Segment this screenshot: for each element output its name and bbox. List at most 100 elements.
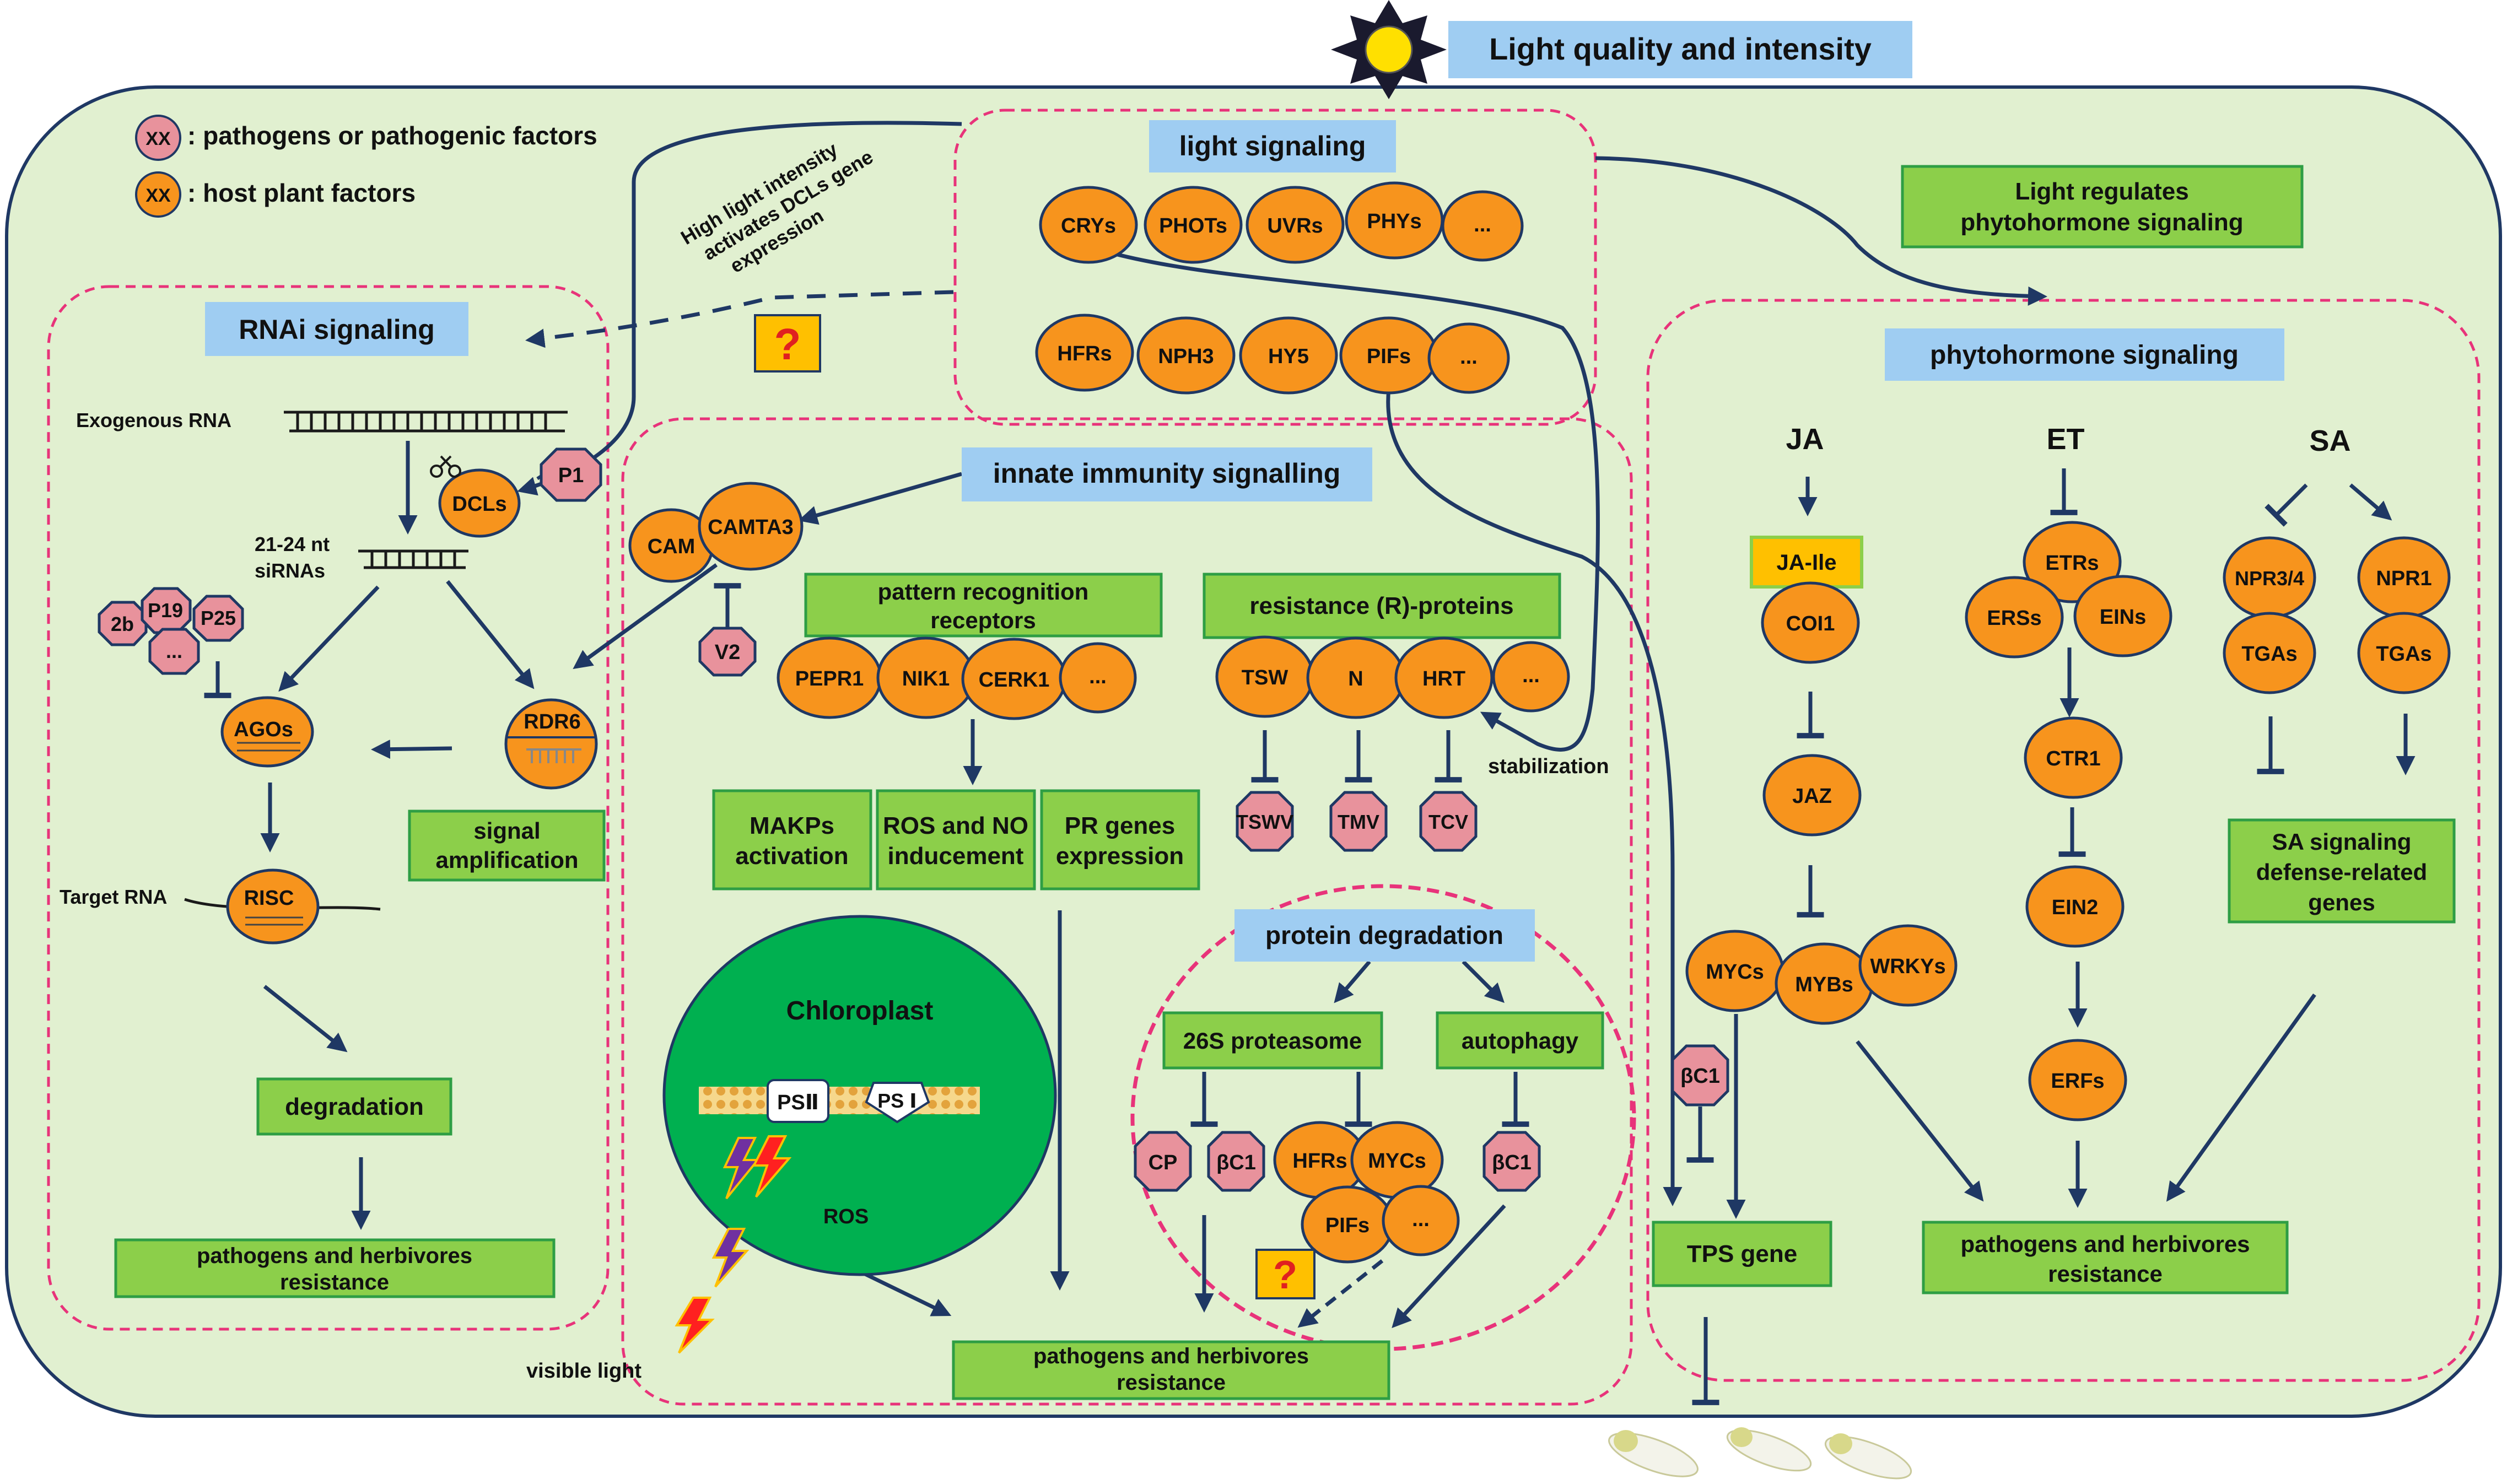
- psii-label: PSⅡ: [777, 1091, 819, 1114]
- exogenous-rna-label: Exogenous RNA: [76, 409, 231, 431]
- node-hfrs: HFRs: [1057, 342, 1112, 365]
- ros-label: ROS: [823, 1205, 869, 1228]
- output-ros-line2: inducement: [888, 843, 1024, 870]
- node-camta3: CAMTA3: [708, 516, 794, 539]
- protein-degradation-title-box: [1234, 909, 1535, 962]
- virus-nodes: TSWV TMV TCV: [1236, 791, 1478, 852]
- node-bc1-autophagy: βC1: [1492, 1151, 1532, 1174]
- node-ja-ile: JA-Ile: [1777, 551, 1837, 575]
- node-erss: ERSs: [1987, 607, 2041, 630]
- tps-gene-label: TPS gene: [1687, 1240, 1798, 1267]
- light-regulates-line1: Light regulates: [2015, 178, 2188, 205]
- p1-inhibition: [522, 473, 544, 489]
- rnai-resistance-box: [114, 1238, 556, 1298]
- node-tgas-2: TGAs: [2376, 643, 2431, 666]
- node-p1: P1: [558, 464, 584, 487]
- agos-duplex: [237, 742, 300, 752]
- output-makps-line1: MAKPs: [750, 812, 834, 839]
- light-regulates-line2: phytohormone signaling: [1960, 209, 2243, 236]
- node-prr-more: ...: [1089, 665, 1107, 688]
- innate-title-box: [962, 447, 1372, 501]
- node-p25: P25: [201, 607, 236, 629]
- node-suppressor-more: ...: [166, 640, 182, 662]
- node-v2: V2: [715, 641, 740, 664]
- node-pifs-degradation: PIFs: [1325, 1214, 1370, 1237]
- tps-gene-box: [1652, 1221, 1832, 1287]
- output-pr-line2: expression: [1056, 843, 1184, 870]
- node-phys: PHYs: [1367, 210, 1421, 233]
- degradation-label: degradation: [285, 1093, 424, 1120]
- output-pr-line1: PR genes: [1065, 812, 1176, 839]
- light-regulators-row2: HFRs NPH3 HY5 PIFs ...: [1035, 314, 1510, 395]
- ja-label: JA: [1786, 423, 1824, 456]
- node-light-more-2: ...: [1460, 346, 1478, 369]
- rnai-resistance-line1: pathogens and herbivores: [197, 1244, 472, 1268]
- psi-complex-shape: [865, 1082, 930, 1124]
- node-erfs: ERFs: [2051, 1070, 2104, 1093]
- sa-signaling-line3: genes: [2308, 889, 2375, 915]
- node-rdr6: RDR6: [524, 710, 580, 733]
- psii-complex: [767, 1079, 829, 1123]
- sa-label: SA: [2309, 424, 2350, 457]
- node-tgas-1: TGAs: [2241, 643, 2297, 666]
- node-bc1-phyto-shape: [1671, 1044, 1729, 1107]
- node-nph3: NPH3: [1158, 345, 1214, 368]
- node-n: N: [1348, 667, 1363, 690]
- node-tcv: TCV: [1428, 811, 1468, 833]
- proteasome-box: [1162, 1011, 1383, 1070]
- question-box-light: [754, 314, 821, 373]
- proteasome-label: 26S proteasome: [1183, 1028, 1362, 1054]
- thylakoid-membrane: [699, 1087, 980, 1114]
- autophagy-box: [1436, 1011, 1604, 1070]
- node-tsw: TSW: [1242, 666, 1288, 689]
- node-mycs-degradation: MYCs: [1368, 1150, 1426, 1173]
- node-agos: AGOs: [234, 718, 293, 741]
- prr-nodes: PEPR1 NIK1 CERK1 ...: [777, 636, 1137, 720]
- node-v2-shape: [698, 627, 757, 677]
- r-proteins-title-box: [1203, 573, 1561, 639]
- phyto-title: phytohormone signaling: [1930, 341, 2239, 370]
- node-pifs: PIFs: [1367, 345, 1411, 368]
- node-pepr1: PEPR1: [795, 667, 864, 690]
- node-hy5: HY5: [1268, 345, 1309, 368]
- question-mark-light: ?: [774, 320, 801, 369]
- rnai-suppressors: 2b P19 P25 ...: [98, 587, 244, 675]
- sirna-label-line1: 21-24 nt: [255, 533, 330, 555]
- legend-symbol-a: XX: [145, 128, 171, 149]
- r-proteins-title: resistance (R)-proteins: [1249, 592, 1513, 619]
- node-cam: CAM: [648, 535, 696, 558]
- chloroplast-title: Chloroplast: [786, 996, 934, 1026]
- connectors: [204, 121, 2416, 1405]
- title-box: [1448, 21, 1912, 78]
- phyto-border: [1646, 299, 2481, 1382]
- autophagy-label: autophagy: [1462, 1028, 1579, 1054]
- node-p1-shape: [540, 447, 602, 502]
- node-hfrs-degradation: HFRs: [1292, 1150, 1347, 1173]
- whitefly-icon: [1608, 1427, 1912, 1480]
- scissors-icon: [430, 455, 461, 478]
- innate-resistance-box: [952, 1340, 1390, 1400]
- degradation-targets: CP βC1 HFRs MYCs PIFs ... βC1: [1134, 1121, 1541, 1264]
- node-etrs: ETRs: [2045, 552, 2099, 575]
- signal-amplification-box: [408, 810, 606, 882]
- node-degradation-more: ...: [1412, 1208, 1430, 1231]
- sa-signaling-line2: defense-related: [2256, 859, 2427, 885]
- node-mybs: MYBs: [1795, 973, 1853, 996]
- r-protein-nodes: TSW N HRT ...: [1215, 635, 1570, 719]
- node-phots: PHOTs: [1159, 214, 1227, 238]
- light-signaling-title: light signaling: [1179, 131, 1366, 161]
- rnai-resistance-line2: resistance: [280, 1270, 389, 1294]
- risc-duplex: [245, 916, 303, 926]
- node-coi1: COI1: [1786, 612, 1835, 635]
- node-eins: EINs: [2100, 606, 2146, 629]
- rdr6-duplex: [526, 748, 581, 763]
- stabilization-label: stabilization: [1488, 755, 1609, 778]
- node-p19: P19: [148, 599, 183, 622]
- exogenous-rna-dsrna: [284, 411, 568, 433]
- legend-pathogen-label: : pathogens or pathogenic factors: [187, 121, 597, 150]
- node-crys: CRYs: [1061, 214, 1116, 238]
- visible-light-label: visible light: [526, 1359, 641, 1383]
- prr-title-box: [804, 573, 1163, 638]
- innate-border: [621, 417, 1633, 1406]
